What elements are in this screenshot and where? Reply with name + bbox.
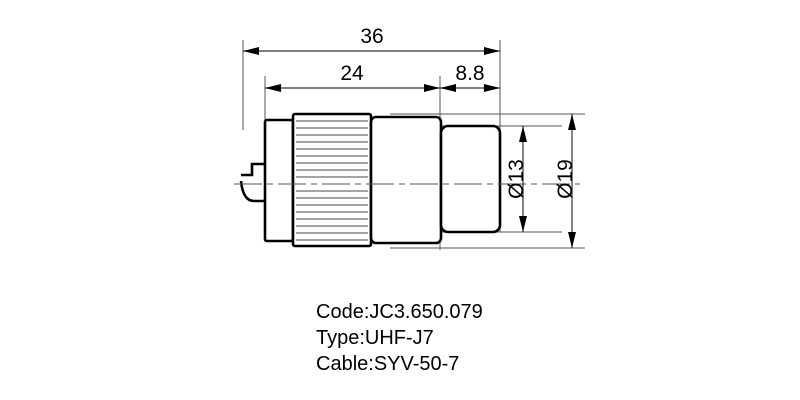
- arrow-left-24: [265, 84, 281, 92]
- specification-block: Code:JC3.650.079 Type:UHF-J7 Cable:SYV-5…: [316, 301, 483, 375]
- front-nose: [439, 124, 502, 234]
- arrow-right-36: [484, 47, 500, 55]
- connector-body: [234, 112, 580, 248]
- knurl-pattern: [296, 120, 368, 241]
- dimension-label-dia13: Ø13: [505, 159, 528, 199]
- dimension-overall-36: 36: [243, 25, 500, 55]
- arrow-left-8-8: [440, 84, 456, 92]
- dimension-label-8-8: 8.8: [455, 62, 484, 85]
- dimension-label-36: 36: [360, 25, 383, 48]
- spec-cable: Cable:SYV-50-7: [316, 353, 459, 375]
- main-body-section: [369, 115, 443, 245]
- arrow-top-dia13: [519, 126, 527, 142]
- arrow-left-36: [243, 47, 259, 55]
- arrow-bottom-dia13: [519, 216, 527, 232]
- spec-type: Type:UHF-J7: [316, 327, 434, 349]
- lanyard-tab-lower: [239, 180, 266, 203]
- spec-code: Code:JC3.650.079: [316, 301, 483, 323]
- dimension-label-dia19: Ø19: [554, 159, 577, 199]
- dimension-nut-8-8: 8.8: [440, 62, 500, 92]
- lanyard-tab-upper: [241, 162, 266, 177]
- arrow-top-dia19: [568, 114, 576, 130]
- arrow-right-24: [424, 84, 440, 92]
- dimension-label-24: 24: [340, 62, 364, 85]
- dimension-body-24: 24: [265, 62, 440, 92]
- dimension-diameter-13: Ø13: [505, 126, 528, 232]
- dimension-diameter-19: Ø19: [554, 114, 577, 248]
- arrow-bottom-dia19: [568, 232, 576, 248]
- arrow-right-8-8: [484, 84, 500, 92]
- rear-barrel: [263, 118, 295, 243]
